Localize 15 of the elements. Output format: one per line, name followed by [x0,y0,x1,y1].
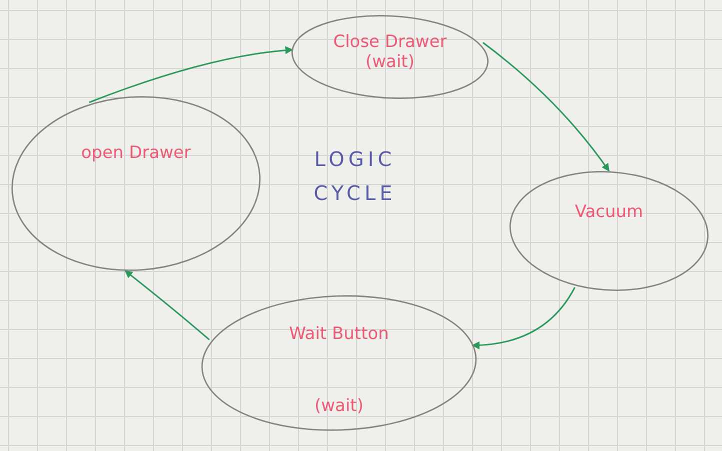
node-label: (wait) [314,396,364,416]
ellipse-node [10,95,262,272]
arrow [124,270,210,340]
arrow [482,42,610,172]
node-label: (wait) [366,52,414,72]
diagram-title: LOGIC CYCLE [312,146,398,207]
arrow [88,46,294,104]
ellipse-node [200,294,478,432]
arrow [472,287,576,350]
ellipse-node [290,14,490,100]
node-label: open Drawer [81,143,191,163]
ellipse-node [508,170,710,292]
node-label: Vacuum [574,202,644,222]
node-label: Close Drawer [333,32,447,52]
node-label: Wait Button [289,324,389,344]
